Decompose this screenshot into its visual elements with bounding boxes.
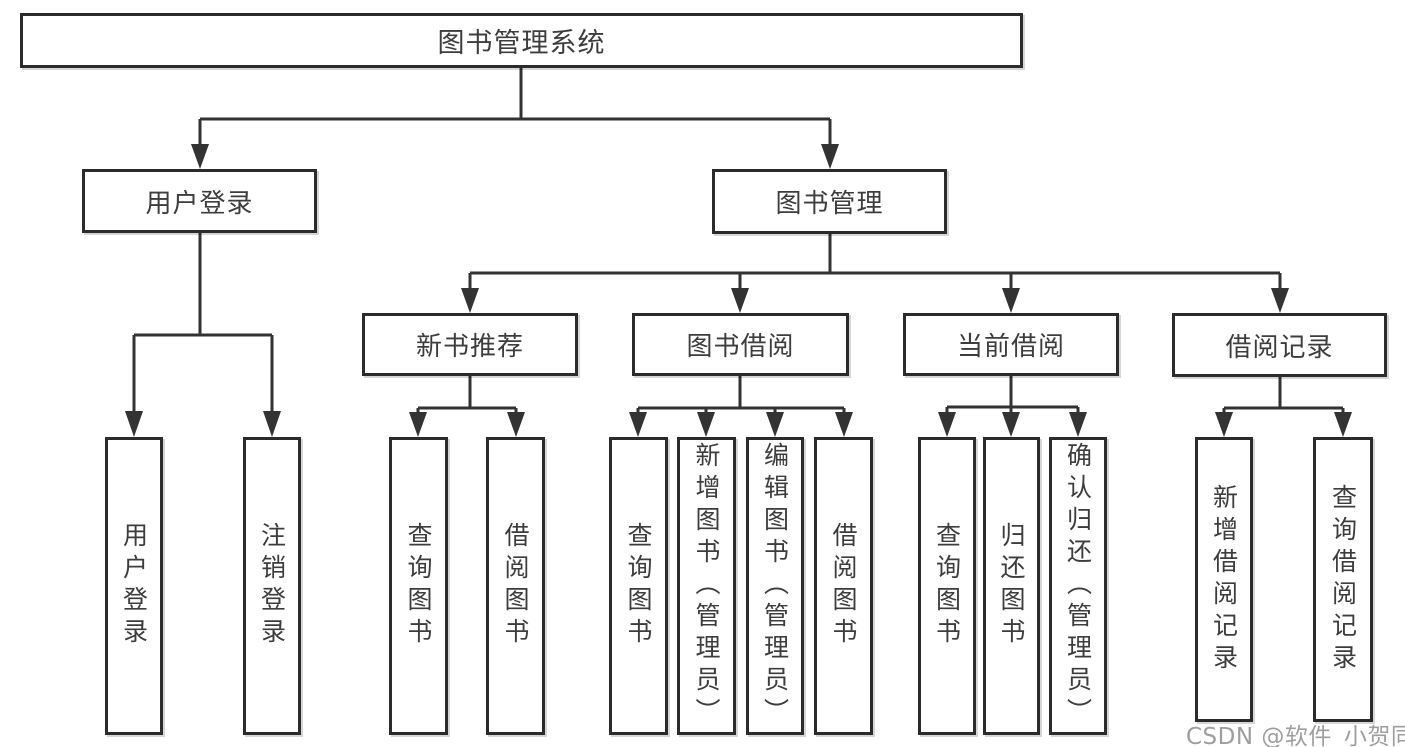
arrowhead-icon bbox=[1215, 412, 1233, 437]
arrowhead-icon bbox=[1002, 412, 1020, 437]
leaf-query-books-current: 查询图书 bbox=[918, 437, 976, 735]
leaf-confirm-return-admin: 确认归还（管理员） bbox=[1049, 437, 1107, 735]
arrowhead-icon bbox=[409, 412, 427, 437]
watermark: CSDN @软件_小贺同学 bbox=[1186, 724, 1405, 747]
arrowhead-icon bbox=[1002, 288, 1020, 313]
node-library-management-system: 图书管理系统 bbox=[20, 13, 1023, 68]
leaf-return-books: 归还图书 bbox=[983, 437, 1040, 735]
arrowhead-icon bbox=[821, 144, 839, 169]
node-current-borrowing: 当前借阅 bbox=[903, 313, 1119, 376]
arrowhead-icon bbox=[461, 288, 479, 313]
arrowhead-icon bbox=[938, 412, 956, 437]
leaf-user-login: 用户登录 bbox=[105, 437, 163, 735]
leaf-query-books-recommend: 查询图书 bbox=[389, 437, 448, 735]
arrowhead-icon bbox=[1271, 288, 1289, 313]
leaf-edit-books-admin: 编辑图书（管理员） bbox=[746, 437, 804, 735]
node-user-login: 用户登录 bbox=[82, 169, 317, 233]
leaf-query-borrow-record: 查询借阅记录 bbox=[1313, 437, 1373, 722]
node-book-management: 图书管理 bbox=[712, 169, 947, 234]
node-book-borrowing: 图书借阅 bbox=[632, 313, 849, 376]
arrowhead-icon bbox=[766, 412, 784, 437]
leaf-borrow-books-recommend: 借阅图书 bbox=[486, 437, 545, 735]
arrowhead-icon bbox=[731, 288, 749, 313]
node-borrowing-records: 借阅记录 bbox=[1172, 313, 1387, 377]
arrowhead-icon bbox=[1069, 412, 1087, 437]
arrowhead-icon bbox=[191, 144, 209, 169]
arrowhead-icon bbox=[1334, 412, 1352, 437]
node-new-book-recommend: 新书推荐 bbox=[362, 313, 578, 376]
arrowhead-icon bbox=[263, 411, 281, 437]
arrowhead-icon bbox=[629, 412, 647, 437]
arrowhead-icon bbox=[835, 412, 853, 437]
arrowhead-icon bbox=[507, 412, 525, 437]
leaf-logout: 注销登录 bbox=[243, 437, 301, 735]
leaf-query-books-borrowing: 查询图书 bbox=[609, 437, 668, 735]
arrowhead-icon bbox=[125, 411, 143, 437]
arrowhead-icon bbox=[697, 412, 715, 437]
leaf-borrow-books-borrowing: 借阅图书 bbox=[814, 437, 873, 735]
leaf-add-books-admin: 新增图书（管理员） bbox=[677, 437, 736, 735]
leaf-add-borrow-record: 新增借阅记录 bbox=[1195, 437, 1253, 722]
